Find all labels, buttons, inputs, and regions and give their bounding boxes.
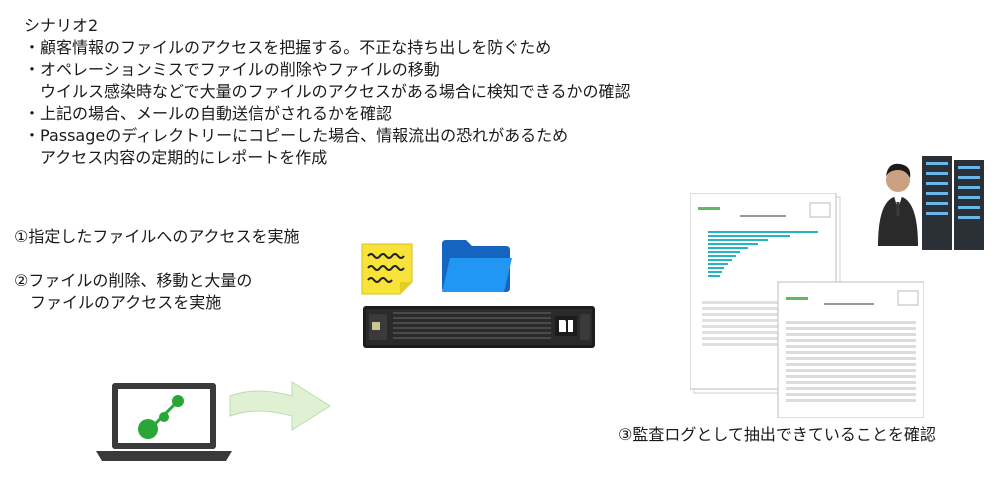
scenario-list: 顧客情報のファイルのアクセスを把握する。不正な持ち出しを防ぐため オペレーション… xyxy=(24,37,744,169)
folder-icon xyxy=(440,236,514,294)
scenario-line: オペレーションミスでファイルの削除やファイルの移動 xyxy=(24,59,744,81)
arrow-right-icon xyxy=(226,376,334,434)
scenario-title: シナリオ2 xyxy=(24,16,98,36)
step-3-label: ③監査ログとして抽出できていることを確認 xyxy=(618,424,936,446)
step-2-label: ②ファイルの削除、移動と大量の xyxy=(14,270,252,292)
step-2-label-cont: ファイルのアクセスを実施 xyxy=(30,292,221,314)
scenario-line: Passageのディレクトリーにコピーした場合、情報流出の恐れがあるため xyxy=(24,125,744,147)
laptop-icon xyxy=(96,381,232,465)
scenario-line: 上記の場合、メールの自動送信がされるかを確認 xyxy=(24,103,744,125)
storage-appliance-icon xyxy=(363,306,595,348)
scenario-line: アクセス内容の定期的にレポートを作成 xyxy=(24,147,744,169)
step-1-label: ①指定したファイルへのアクセスを実施 xyxy=(14,226,300,248)
scenario-line: ウイルス感染時などで大量のファイルのアクセスがある場合に検知できるかの確認 xyxy=(24,81,744,103)
sticky-note-icon xyxy=(360,242,414,296)
admin-server-icon xyxy=(870,150,988,254)
scenario-line: 顧客情報のファイルのアクセスを把握する。不正な持ち出しを防ぐため xyxy=(24,37,744,59)
